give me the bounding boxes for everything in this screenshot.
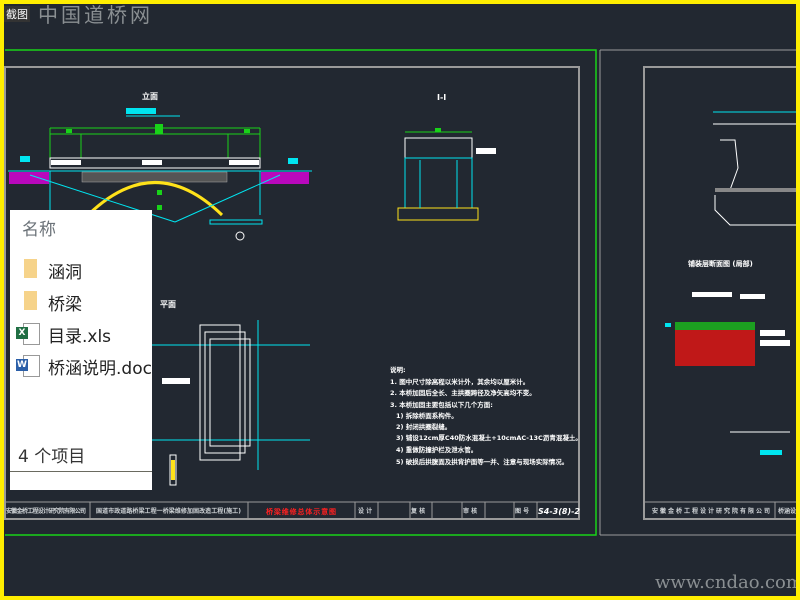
drawing-no: S4-3(8)-2: [538, 507, 580, 516]
section-title: I-I: [437, 93, 446, 102]
note-line: 1) 拆除桥面系构件。: [396, 411, 458, 420]
list-item-folder[interactable]: 涵洞: [20, 258, 82, 283]
approve-label: 审 核: [463, 507, 477, 515]
right-company-name: 安徽金桥工程设计研究院有限公司: [652, 507, 770, 515]
note-line: 3. 本桥加固主要包括以下几个方面:: [390, 400, 493, 409]
note-line: 5) 破损后拱腹面及拱背护面等一并、注意与现场实际情况。: [396, 457, 568, 466]
right-partial-label: 桥涵设: [778, 507, 796, 515]
elevation-title: 立面: [142, 91, 158, 101]
project-name: 国道市政道路桥梁工程一桥梁维修加固改造工程(施工): [96, 507, 241, 515]
review-label: 复 核: [410, 507, 425, 515]
section-view: I-I: [397, 93, 496, 221]
list-item-folder[interactable]: 桥梁: [20, 290, 82, 315]
sheet-frame-green: [5, 49, 597, 536]
item-label: 桥涵说明.doc: [48, 358, 152, 379]
item-label: 桥梁: [48, 294, 82, 315]
drawing-name: 桥梁维修总体示意图: [266, 507, 336, 516]
list-item-file[interactable]: X 目录.xls: [16, 322, 112, 347]
drawing-notes: 说明: 1. 图中尺寸除高程以米计外，其余均以厘米计。 2. 本桥加固后全长、主…: [390, 365, 582, 466]
note-line: 4) 重做防撞护栏及泄水管。: [396, 445, 477, 454]
elevation-view: 立面: [8, 91, 312, 241]
watermark-top: 中国道桥网: [38, 4, 153, 27]
item-label: 目录.xls: [48, 326, 112, 347]
title-block: 安徽金桥工程设计研究院有限公司 国道市政道路桥梁工程一桥梁维修加固改造工程(施工…: [4, 501, 580, 520]
item-count-status: 4 个项目: [18, 447, 86, 467]
folder-icon: [20, 291, 40, 313]
drawing-no-label: 图 号: [515, 507, 529, 515]
note-line: 2) 封闭拱圈裂缝。: [396, 422, 451, 431]
folder-icon: [20, 259, 40, 281]
right-sheet: 铺装层断面图 (局部) 安徽金桥工程设计研究院有限公司 桥涵设: [643, 111, 796, 520]
design-label: 设 计: [358, 507, 372, 515]
cad-viewport[interactable]: 中国道桥网 www.cndao.com 立面 I-I: [4, 4, 796, 596]
note-line: 2. 本桥加固后全长、主拱圈跨径及净矢高均不变。: [390, 388, 536, 397]
note-line: 1. 图中尺寸除高程以米计外，其余均以厘米计。: [390, 377, 529, 386]
excel-file-icon: X: [16, 323, 40, 345]
company-name: 安徽金桥工程设计研究院有限公司: [6, 507, 86, 515]
word-file-icon: W: [16, 355, 40, 377]
detail-title: 铺装层断面图 (局部): [688, 259, 753, 268]
item-label: 涵洞: [48, 262, 82, 283]
plan-view: 平面: [150, 300, 310, 486]
divider: [10, 471, 152, 472]
plan-title: 平面: [160, 300, 176, 309]
file-explorer-panel: 名称 涵洞 桥梁 X 目录.xls W 桥涵说明.doc 4 个项目: [10, 210, 152, 490]
watermark-bottom: www.cndao.com: [655, 572, 796, 593]
note-line: 说明:: [390, 365, 406, 374]
note-line: 3) 铺设12cm厚C40防水混凝土+10cmAC-13C沥青混凝土。: [396, 433, 582, 442]
screenshot-label: 截图: [4, 6, 30, 22]
cad-drawing[interactable]: 中国道桥网 www.cndao.com 立面 I-I: [4, 4, 796, 596]
column-header-name[interactable]: 名称: [22, 220, 56, 240]
list-item-file[interactable]: W 桥涵说明.doc: [16, 354, 152, 379]
